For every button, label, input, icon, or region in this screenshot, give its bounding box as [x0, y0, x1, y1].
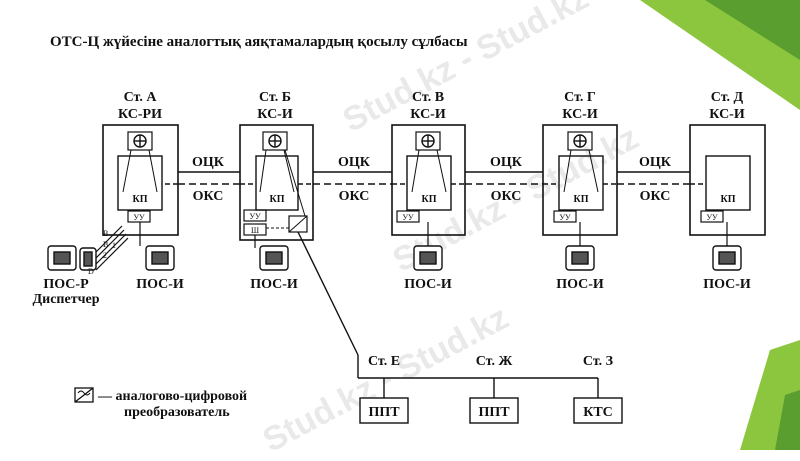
station-b-name: Ст. Б [259, 90, 291, 105]
branch-e-name: Ст. Е [368, 354, 400, 369]
dispatcher-wires [95, 225, 129, 271]
branch-e-box: ППТ [368, 405, 400, 420]
station-v-kp: КП [421, 194, 436, 205]
link-1-top: ОЦК [192, 155, 225, 170]
legend-line-2: преобразователь [124, 405, 230, 420]
station-headers: Ст. А КС-РИ Ст. Б КС-И Ст. В КС-И Ст. Г … [118, 90, 745, 122]
slide: Stud.kz - Stud.kz Stud.kz - Stud.kz Stud… [33, 0, 800, 460]
branch-zh-box: ППТ [478, 405, 510, 420]
terminal-d-icon [712, 245, 742, 271]
station-v [391, 124, 466, 246]
legend-adc-icon [74, 387, 94, 403]
station-d-uu: УУ [706, 213, 718, 222]
station-v-type: КС-И [410, 107, 446, 122]
station-a-name: Ст. А [124, 90, 158, 105]
link-2-bottom: ОКС [339, 189, 370, 204]
link-4-bottom: ОКС [640, 189, 671, 204]
dispatcher-terminal-icon [47, 245, 97, 271]
wire-label: 2 [103, 251, 107, 260]
link-4-top: ОЦК [639, 155, 672, 170]
station-v-name: Ст. В [412, 90, 444, 105]
station-d-type: КС-И [709, 107, 745, 122]
terminal-g-label: ПОС-И [556, 277, 604, 292]
wire-label: 1 [112, 241, 116, 250]
slide-title: ОТС-Ц жүйесіне аналогтық аяқтамалардың қ… [50, 34, 468, 50]
branch-network [357, 355, 623, 424]
station-a [102, 124, 179, 246]
branch-z-box: КТС [583, 405, 613, 420]
link-3-top: ОЦК [490, 155, 523, 170]
corner-decoration [640, 0, 800, 450]
station-a-type: КС-РИ [118, 107, 162, 122]
terminal-b-icon [259, 245, 289, 271]
link-1-bottom: ОКС [193, 189, 224, 204]
station-b-sh: Ш [251, 226, 259, 235]
station-b [239, 124, 359, 356]
terminal-icons [47, 245, 742, 271]
station-g-uu: УУ [559, 213, 571, 222]
station-b-type: КС-И [257, 107, 293, 122]
station-g [542, 124, 618, 246]
terminal-v-label: ПОС-И [404, 277, 452, 292]
terminal-v-icon [413, 245, 443, 271]
terminal-b-label: ПОС-И [250, 277, 298, 292]
dispatcher-terminal-label: ПОС-Р [43, 277, 89, 292]
wire-label: В [103, 240, 108, 249]
dispatcher-caption: Диспетчер [33, 292, 100, 307]
terminal-a-label: ПОС-И [136, 277, 184, 292]
station-b-uu: УУ [249, 212, 261, 221]
terminal-a-icon [145, 245, 175, 271]
station-a-uu: УУ [133, 213, 145, 222]
station-v-uu: УУ [402, 213, 414, 222]
station-g-type: КС-И [562, 107, 598, 122]
station-a-kp: КП [132, 194, 147, 205]
station-d-kp: КП [720, 194, 735, 205]
station-d-name: Ст. Д [711, 90, 744, 105]
station-d [689, 124, 766, 246]
station-g-kp: КП [573, 194, 588, 205]
station-g-name: Ст. Г [564, 90, 596, 105]
wire-label: В [103, 229, 108, 238]
link-2-top: ОЦК [338, 155, 371, 170]
wire-label: D [88, 267, 94, 276]
legend-line-1: — аналогово-цифровой [97, 389, 247, 404]
terminal-d-label: ПОС-И [703, 277, 751, 292]
link-labels: ОЦК ОКС ОЦК ОКС ОЦК ОКС ОЦК ОКС [192, 155, 672, 204]
trunk-lines [178, 171, 690, 185]
terminal-g-icon [565, 245, 595, 271]
diagram: Ст. А КС-РИ Ст. Б КС-И Ст. В КС-И Ст. Г … [33, 0, 800, 450]
link-3-bottom: ОКС [491, 189, 522, 204]
branch-zh-name: Ст. Ж [476, 354, 513, 369]
branch-z-name: Ст. З [583, 354, 613, 369]
station-b-kp: КП [269, 194, 284, 205]
